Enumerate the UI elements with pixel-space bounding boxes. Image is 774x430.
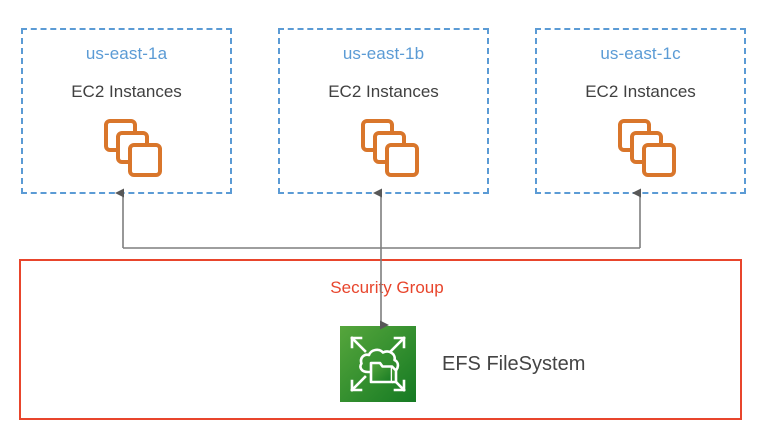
ec2-instances-icon xyxy=(103,118,165,178)
availability-zone-label: us-east-1b xyxy=(342,44,425,63)
ec2-instances-icon xyxy=(360,118,422,178)
availability-zone-box-us-east-1b[interactable]: us-east-1b EC2 Instances xyxy=(278,28,489,194)
ec2-instances-icon xyxy=(617,118,679,178)
availability-zone-label: us-east-1a xyxy=(85,44,168,63)
ec2-instances-label: EC2 Instances xyxy=(71,82,182,101)
efs-filesystem-node[interactable]: EFS FileSystem xyxy=(340,326,585,402)
efs-filesystem-icon xyxy=(340,326,416,402)
availability-zone-label: us-east-1c xyxy=(600,44,681,63)
availability-zone-box-us-east-1c[interactable]: us-east-1c EC2 Instances xyxy=(535,28,746,194)
efs-filesystem-label: EFS FileSystem xyxy=(442,353,586,375)
availability-zone-box-us-east-1a[interactable]: us-east-1a EC2 Instances xyxy=(21,28,232,194)
ec2-instances-label: EC2 Instances xyxy=(585,82,696,101)
ec2-instances-label: EC2 Instances xyxy=(328,82,439,101)
security-group-label: Security Group xyxy=(330,278,444,297)
